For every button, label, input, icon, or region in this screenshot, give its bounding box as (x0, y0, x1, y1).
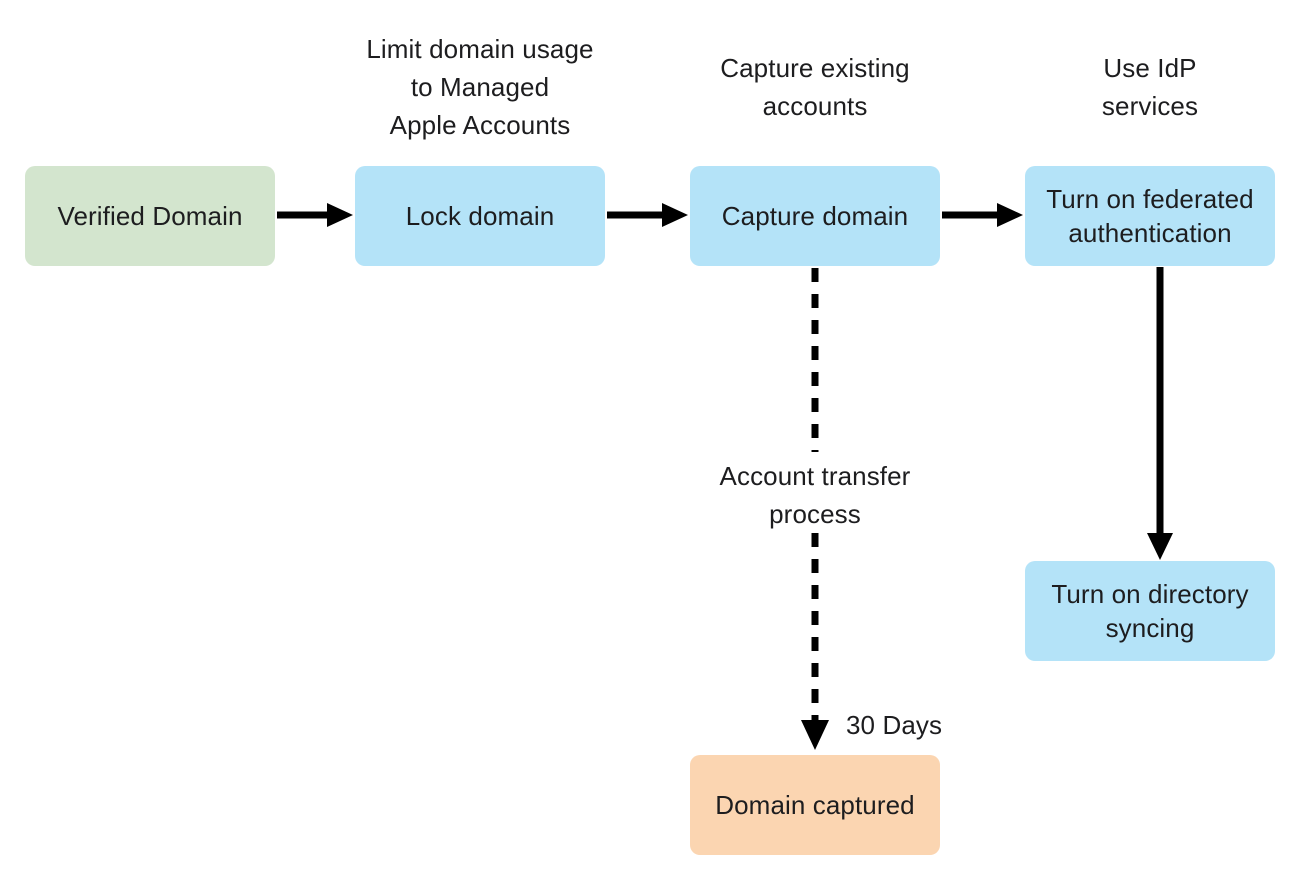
arrow-capture-domain-to-federated-auth (942, 203, 1023, 227)
caption-lock-domain: Limit domain usage to Managed Apple Acco… (366, 34, 594, 140)
arrow-federated-auth-to-directory-syncing (1147, 267, 1173, 560)
node-lock-domain[interactable]: Lock domain (355, 166, 605, 266)
node-turn-on-federated-authentication[interactable]: Turn on federated authentication (1025, 166, 1275, 266)
node-verified-domain[interactable]: Verified Domain (25, 166, 275, 266)
caption-capture-domain: Capture existing accounts (720, 53, 910, 121)
node-turn-on-directory-syncing[interactable]: Turn on directory syncing (1025, 561, 1275, 661)
node-domain-captured[interactable]: Domain captured (690, 755, 940, 855)
edge-label-account-transfer-process: Account transfer process (719, 461, 911, 529)
arrow-verified-domain-to-lock-domain (277, 203, 353, 227)
arrow-lock-domain-to-capture-domain (607, 203, 688, 227)
node-capture-domain[interactable]: Capture domain (690, 166, 940, 266)
edge-label-30-days: 30 Days (846, 710, 943, 740)
caption-federated-auth: Use IdP services (1101, 53, 1199, 121)
